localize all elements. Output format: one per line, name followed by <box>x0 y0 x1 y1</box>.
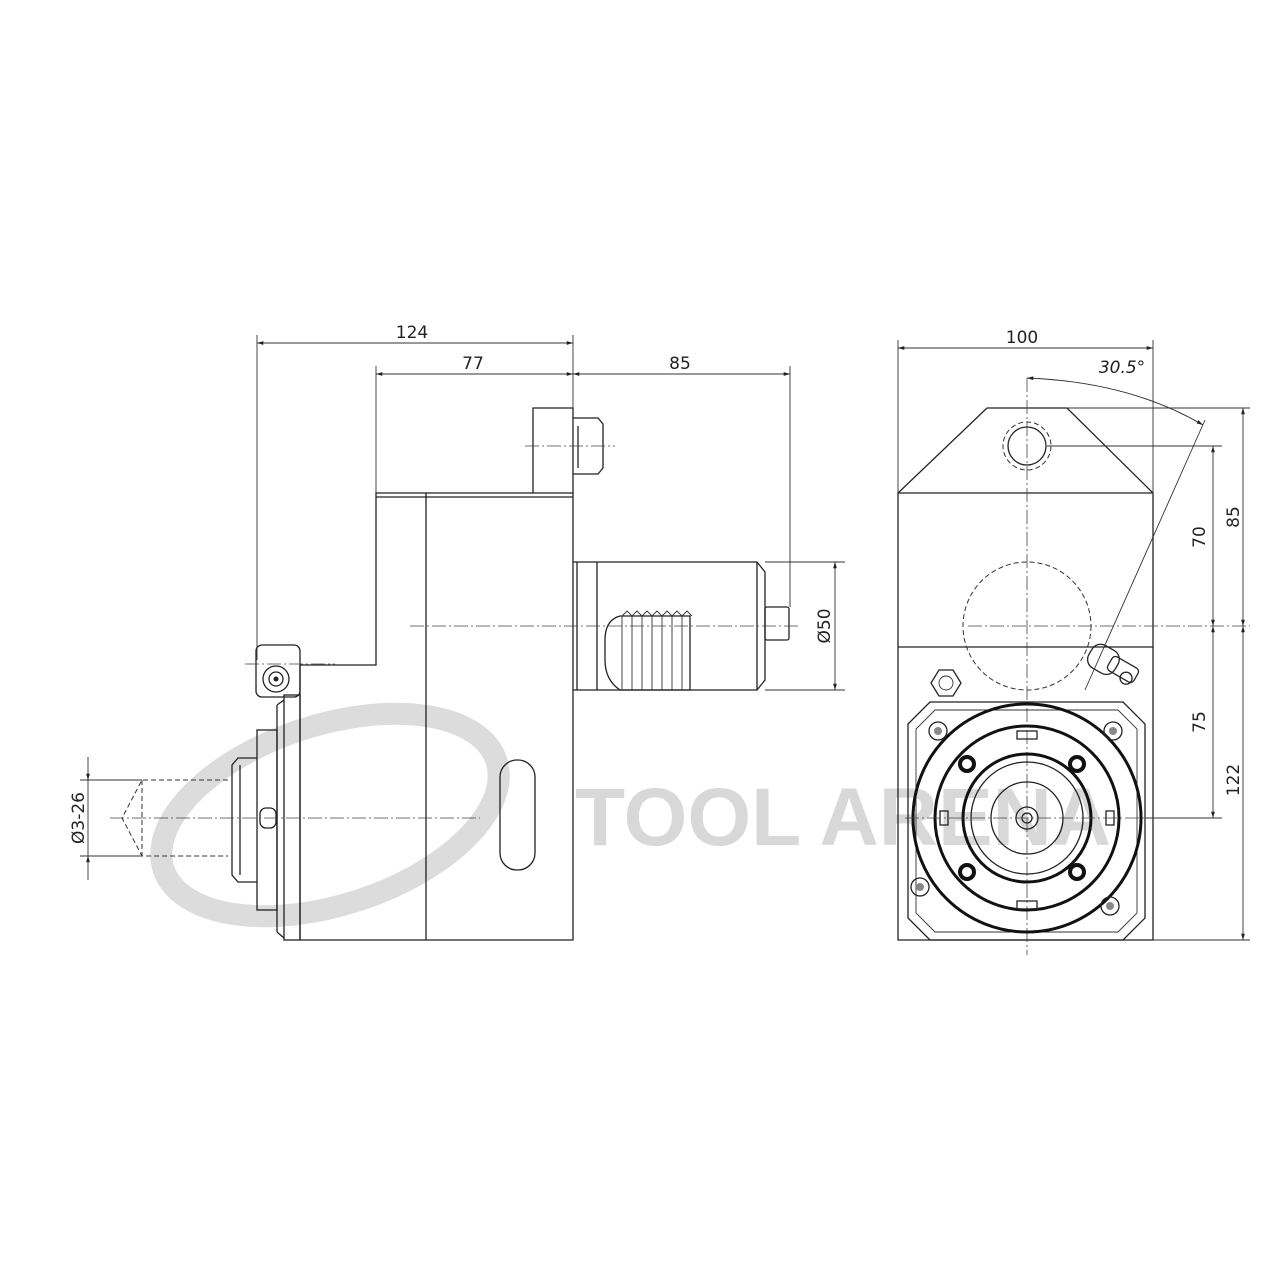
dim-collet-range: Ø3-26 <box>69 792 89 844</box>
side-view: 124 77 85 Ø50 Ø3-26 <box>69 323 845 941</box>
flange-bolts <box>958 755 1086 881</box>
dim-77: 77 <box>462 354 484 374</box>
mounting-holes <box>910 721 1123 916</box>
flange-plate <box>907 701 1146 941</box>
dim-100: 100 <box>1006 328 1038 348</box>
dim-diameter-50: Ø50 <box>815 608 835 643</box>
dim-75: 75 <box>1190 711 1210 733</box>
angle-arc <box>1026 376 1204 426</box>
coolant-fitting <box>245 644 335 698</box>
housing-slot <box>499 759 536 871</box>
watermark-text: TOOL ARENA <box>575 772 1111 863</box>
dim-angle: 30.5° <box>1099 358 1145 378</box>
front-view: 100 30.5° 70 75 85 122 <box>897 328 1250 955</box>
front-dimensions: 100 30.5° 70 75 85 122 <box>897 328 1250 941</box>
front-flange <box>283 694 301 941</box>
shank-pin <box>764 606 790 641</box>
dim-85-front: 85 <box>1224 506 1244 528</box>
collet-nut <box>231 757 257 883</box>
front-coolant-fitting <box>1086 643 1140 685</box>
spindle-nose <box>256 729 278 911</box>
dim-124: 124 <box>396 323 428 343</box>
shank-thread <box>604 615 691 691</box>
hex-plug <box>930 669 962 697</box>
dim-122: 122 <box>1224 764 1244 796</box>
dim-70: 70 <box>1190 526 1210 548</box>
side-dimensions: 124 77 85 Ø50 Ø3-26 <box>69 323 845 880</box>
mounting-bracket <box>532 407 574 493</box>
watermark-swoosh <box>150 702 510 928</box>
dim-85-shank: 85 <box>669 354 691 374</box>
